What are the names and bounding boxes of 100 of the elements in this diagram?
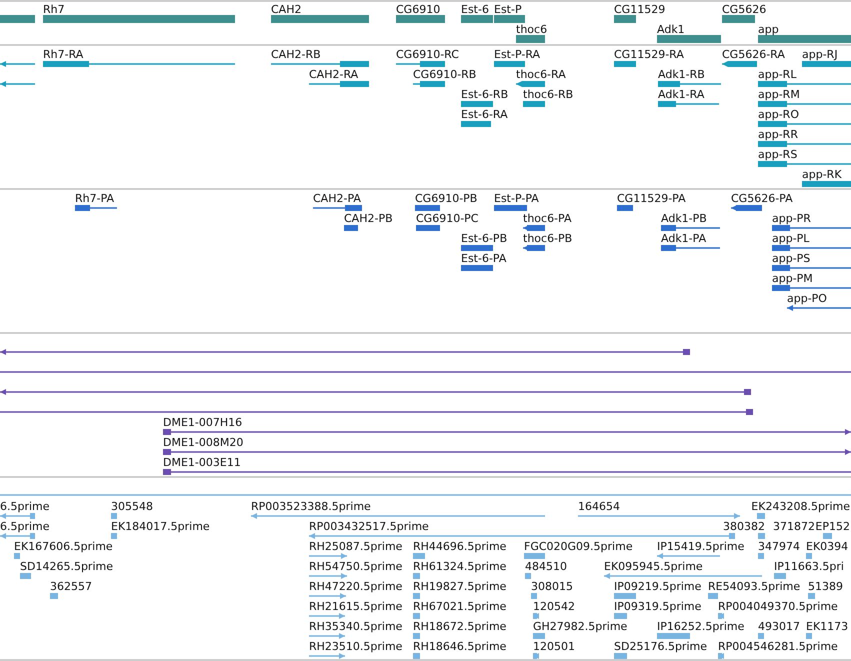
feature-label: app-RR — [758, 128, 798, 141]
feature-label: 305548 — [111, 500, 153, 513]
feature-label: app — [758, 23, 779, 36]
feature-label: CG6910 — [396, 3, 440, 16]
feature-label: DME1-008M20 — [163, 436, 244, 449]
feature-label: CG5626-RA — [722, 48, 785, 61]
feature-label: RP003432517.5prime — [309, 520, 429, 533]
feature-label: Rh7 — [43, 3, 65, 16]
feature-label: RH25087.5prime — [309, 540, 402, 553]
feature-label: IP11663.5pri — [774, 560, 844, 573]
feature-label: app-PS — [772, 252, 810, 265]
feature-label: app-PO — [787, 292, 827, 305]
feature-label: RH47220.5prime — [309, 580, 402, 593]
feature-label: RP004049370.5prime — [718, 600, 838, 613]
feature-label: app-RJ — [802, 48, 838, 61]
feature-label: EK1173 — [806, 620, 848, 633]
feature-label: thoc6 — [516, 23, 548, 36]
feature-label: Est-6-PA — [461, 252, 506, 265]
feature-label: CG11529 — [614, 3, 666, 16]
feature-label: CG11529-RA — [614, 48, 684, 61]
feature-label: thoc6-PA — [523, 212, 572, 225]
feature-label: Rh7-PA — [75, 192, 114, 205]
feature-label: 493017 — [758, 620, 800, 633]
feature-label: RH19827.5prime — [413, 580, 506, 593]
feature-label: 120542 — [533, 600, 575, 613]
feature-label: RP003523388.5prime — [251, 500, 371, 513]
feature-label: RH67021.5prime — [413, 600, 506, 613]
feature-label: CG6910-PB — [415, 192, 478, 205]
feature-label: Est-6-PB — [461, 232, 508, 245]
feature-label: EK0394 — [806, 540, 848, 553]
feature-label: Est-P-PA — [494, 192, 539, 205]
feature-label: 362557 — [50, 580, 92, 593]
feature-label: Rh7-RA — [43, 48, 84, 61]
feature-label: CAH2 — [271, 3, 302, 16]
feature-label: thoc6-RA — [516, 68, 566, 81]
feature-label: app-RO — [758, 108, 799, 121]
feature-label: IP09219.5prime — [614, 580, 702, 593]
feature-label: EK243208.5prime — [751, 500, 850, 513]
feature-label: EK167606.5prime — [14, 540, 113, 553]
feature-label: app-RL — [758, 68, 796, 81]
feature-label: RE54093.5prime — [708, 580, 800, 593]
feature-label: CG6910-RC — [396, 48, 459, 61]
feature-label: FGC020G09.5prime — [524, 540, 633, 553]
feature-label: app-PL — [772, 232, 810, 245]
feature-label: RH35340.5prime — [309, 620, 402, 633]
feature-label: 164654 — [578, 500, 620, 513]
feature-label: Est-P-RA — [494, 48, 540, 61]
feature-label: SD14265.5prime — [20, 560, 113, 573]
feature-label: RH18672.5prime — [413, 620, 506, 633]
feature-label: thoc6-PB — [523, 232, 572, 245]
feature-label: 484510 — [525, 560, 567, 573]
feature-label: Adk1-RA — [658, 88, 704, 101]
feature-label: CAH2-RA — [309, 68, 358, 81]
feature-label: RH21615.5prime — [309, 600, 402, 613]
feature-label: Adk1-PA — [661, 232, 706, 245]
feature-label: CAH2-PA — [313, 192, 361, 205]
feature-label: CG6910-RB — [413, 68, 476, 81]
feature-label: Adk1 — [657, 23, 685, 36]
feature-label: DME1-007H16 — [163, 416, 242, 429]
feature-label: IP16252.5prime — [657, 620, 744, 633]
feature-label: app-RK — [802, 168, 842, 181]
feature-label: EP152 — [815, 520, 850, 533]
feature-label: CAH2-RB — [271, 48, 321, 61]
feature-label: Adk1-RB — [658, 68, 705, 81]
feature-label: 371872 — [773, 520, 815, 533]
feature-label: 6.5prime — [0, 520, 50, 533]
feature-label: EK095945.5prime — [604, 560, 703, 573]
feature-label: SD25176.5prime — [614, 640, 707, 653]
feature-label: CG5626-PA — [731, 192, 793, 205]
feature-label: 51389 — [808, 580, 843, 593]
feature-label: Est-6-RA — [461, 108, 508, 121]
feature-label: app-RS — [758, 148, 798, 161]
feature-label: RH44696.5prime — [413, 540, 506, 553]
feature-label: 120501 — [533, 640, 575, 653]
feature-label: GH27982.5prime — [533, 620, 628, 633]
feature-label: EK184017.5prime — [111, 520, 210, 533]
feature-label: 347974 — [758, 540, 800, 553]
feature-label: app-PR — [772, 212, 811, 225]
feature-label: RH23510.5prime — [309, 640, 402, 653]
feature-label: Est-6 — [461, 3, 489, 16]
feature-label: RH61324.5prime — [413, 560, 506, 573]
feature-label: Adk1-PB — [661, 212, 707, 225]
feature-label: Est-P — [494, 3, 522, 16]
feature-label: CAH2-PB — [344, 212, 393, 225]
feature-label: Est-6-RB — [461, 88, 508, 101]
feature-label: IP09319.5prime — [614, 600, 702, 613]
feature-label: RH54750.5prime — [309, 560, 402, 573]
feature-label: IP15419.5prime — [657, 540, 744, 553]
feature-label: CG6910-PC — [416, 212, 478, 225]
feature-label: DME1-003E11 — [163, 456, 241, 469]
feature-label: app-RM — [758, 88, 800, 101]
feature-label: CG5626 — [722, 3, 766, 16]
feature-label: 308015 — [531, 580, 573, 593]
feature-label: RP004546281.5prime — [718, 640, 838, 653]
feature-label: thoc6-RB — [523, 88, 574, 101]
feature-label: RH18646.5prime — [413, 640, 506, 653]
feature-label: 6.5prime — [0, 500, 50, 513]
feature-label: 380382 — [723, 520, 765, 533]
feature-label: app-PM — [772, 272, 813, 285]
feature-label: CG11529-PA — [617, 192, 686, 205]
